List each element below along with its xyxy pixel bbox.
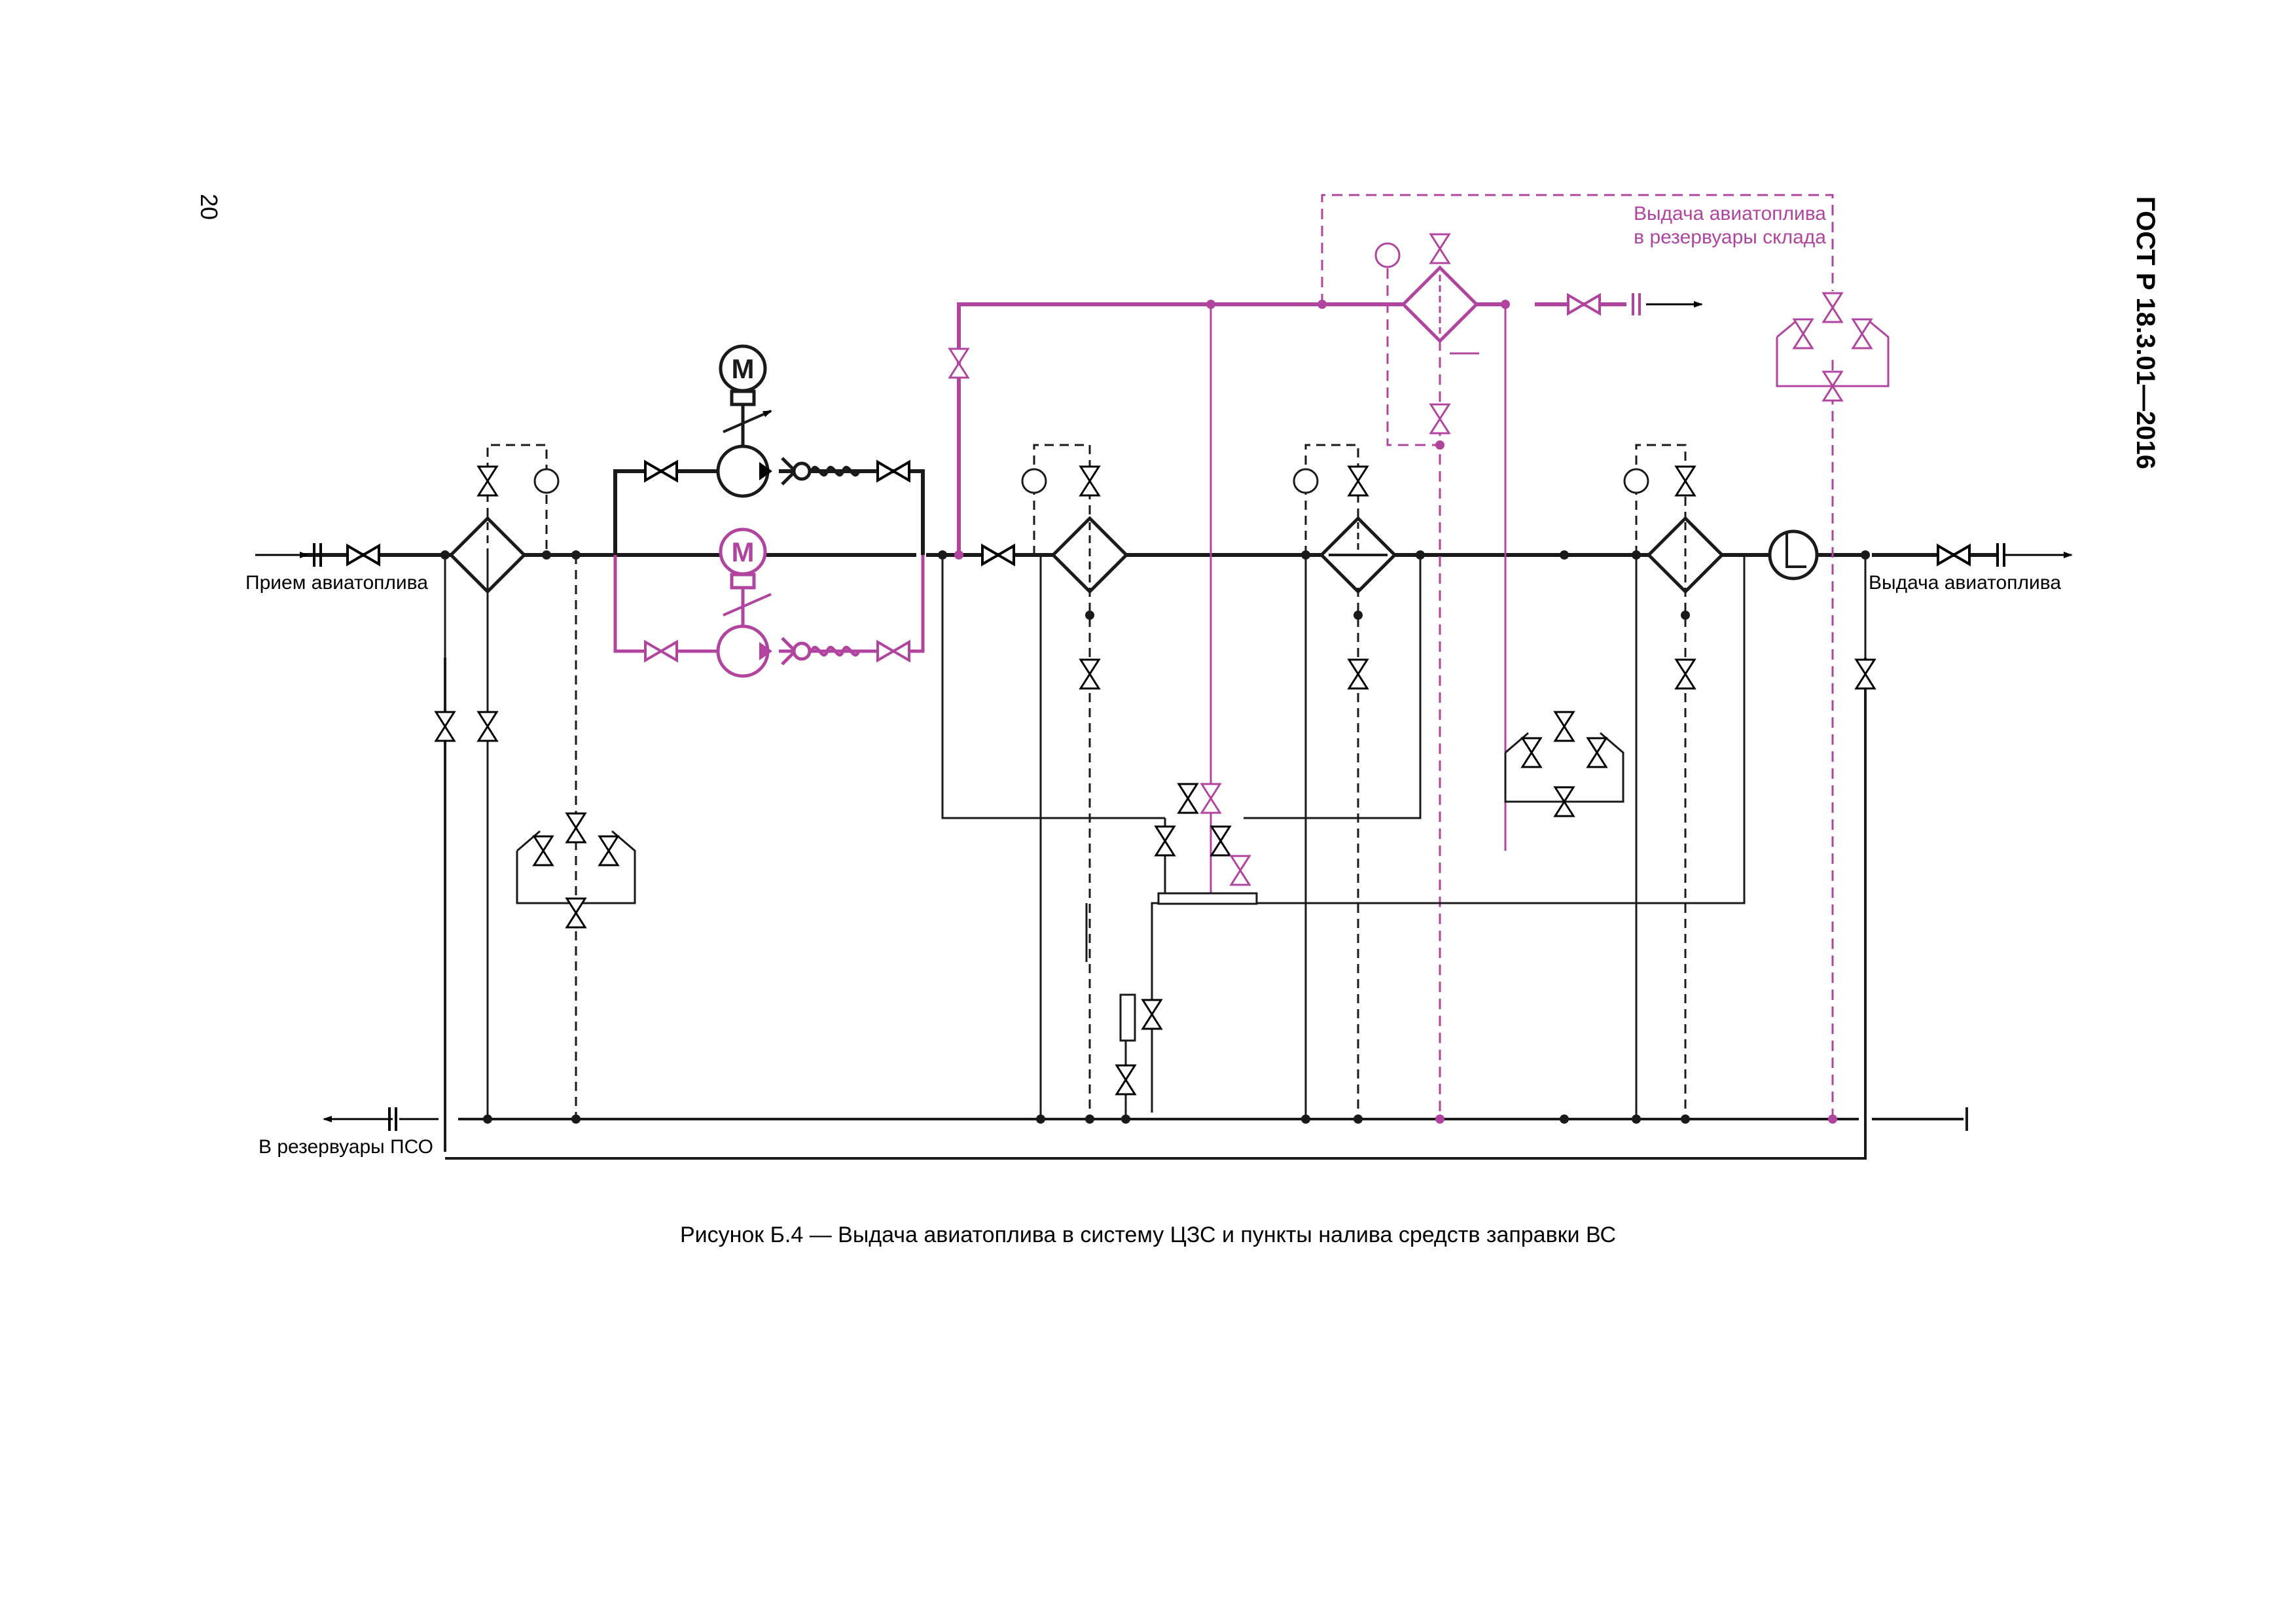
- black-pump-unit: М: [645, 344, 909, 498]
- main-line-valve-icon: [981, 544, 1015, 565]
- gauge-1-icon: [533, 468, 560, 494]
- gauge-2-icon: [1021, 468, 1047, 494]
- outlet-valve-icon: [1937, 544, 1971, 565]
- storage-outlet-arrow: [1632, 293, 1703, 315]
- svg-text:М: М: [732, 353, 755, 384]
- drain-manifold: [1157, 892, 1258, 905]
- gauge-3-icon: [1293, 468, 1319, 494]
- outlet-arrow: [1996, 543, 2073, 567]
- drain-label: В резервуары ПСО: [259, 1136, 433, 1158]
- sampler-icon: [1119, 993, 1136, 1042]
- junction-dots: [440, 550, 1870, 1124]
- storage-relief-valve-group: [1776, 292, 1890, 402]
- inlet-label: Прием авиатоплива: [245, 572, 428, 594]
- relief-valve-group-2: [1504, 711, 1624, 817]
- drain-branches: [444, 555, 1867, 1119]
- storage-junction-dots: [954, 300, 1837, 1124]
- drain-arrow: [323, 1107, 439, 1131]
- standby-pump-unit: М: [613, 527, 925, 678]
- inlet-valve-icon: [346, 544, 380, 565]
- pressure-gauges: [533, 468, 1649, 494]
- storage-label-line2: в резервуары склада: [1634, 226, 1826, 248]
- inlet-arrow: [255, 543, 322, 567]
- storage-instruments: [1374, 233, 1479, 435]
- flow-meter-icon: [1768, 529, 1819, 580]
- outlet-label: Выдача авиатоплива: [1869, 572, 2061, 594]
- storage-branch-valve-icon: [948, 348, 969, 379]
- storage-label-line1: Выдача авиатоплива: [1634, 203, 1826, 224]
- storage-dashed-lines: [1321, 194, 1834, 1119]
- svg-text:М: М: [732, 537, 755, 567]
- gauge-4-icon: [1623, 468, 1649, 494]
- drain-header: [444, 658, 1968, 1160]
- storage-outlet-valve-icon: [1567, 294, 1601, 315]
- storage-supply-line: [957, 302, 1626, 555]
- relief-valve-group-1: [516, 812, 636, 929]
- figure-caption: Рисунок Б.4 — Выдача авиатоплива в систе…: [679, 1222, 1617, 1247]
